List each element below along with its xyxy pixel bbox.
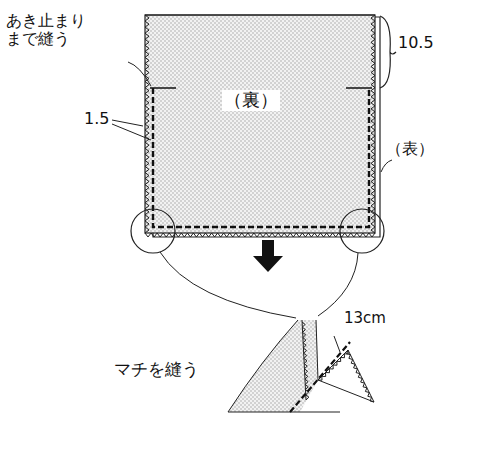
zigzag-stroke <box>302 322 309 400</box>
zigzag-stroke <box>145 15 375 16</box>
leader-line <box>112 124 151 140</box>
leader-line <box>318 253 358 316</box>
stop-mark <box>150 87 176 89</box>
zigzag-stroke <box>371 15 375 233</box>
stitch-line <box>153 88 369 227</box>
leader-line <box>128 62 151 86</box>
side-label: （表） <box>386 140 434 158</box>
dimension-label: 13cm <box>342 310 388 327</box>
gusset-detail <box>228 320 374 412</box>
stop-mark <box>346 87 372 89</box>
zigzag-stroke <box>145 15 149 233</box>
dimension-bracket <box>380 16 396 88</box>
zigzag-edges <box>145 15 375 237</box>
fabric-back <box>145 15 375 233</box>
step-label: マチを縫う <box>114 360 199 380</box>
leader-line <box>112 120 143 126</box>
detail-circle <box>340 209 384 253</box>
side-label: （裏） <box>222 90 280 111</box>
leader-line <box>381 160 392 172</box>
down-arrow <box>253 240 283 272</box>
dimension-label: 1.5 <box>84 110 109 128</box>
zigzag-stroke <box>347 350 375 402</box>
note-label: あき止まり まで縫う <box>6 12 94 49</box>
dimension-label: 10.5 <box>398 34 434 52</box>
detail-circle <box>131 209 175 253</box>
